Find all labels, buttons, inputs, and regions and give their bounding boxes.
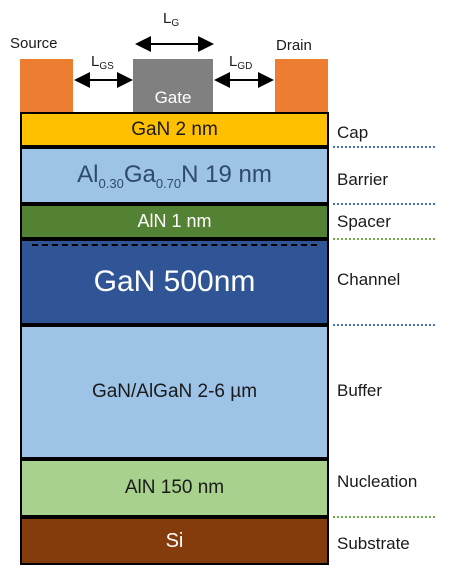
channel-layer: GaN 500nm [20,239,329,325]
barrier-side-label: Barrier [337,170,389,189]
nucleation-layer: AlN 150 nm [20,459,329,517]
spacer-dotted-line [333,238,435,240]
gate-label: Gate [154,88,192,107]
barrier-layer: Al0.30Ga0.70N 19 nm [20,147,329,204]
barrier-layer-text: Al0.30Ga0.70N 19 nm [77,160,272,191]
substrate-side-label: Substrate [337,534,410,553]
spacer-side-label: Spacer [337,212,391,231]
cap-side-label: Cap [337,123,369,142]
lg-label: LG [163,10,180,29]
barrier-dotted-line [333,203,435,205]
spacer-layer-text: AlN 1 nm [137,211,212,231]
spacer-layer: AlN 1 nm [20,204,329,239]
buffer-side-label: Buffer [337,381,383,400]
substrate-layer: Si [20,517,329,565]
substrate-layer-text: Si [165,529,184,552]
buffer-layer: GaN/AlGaN 2-6 µm [20,325,329,459]
cap-layer-text: GaN 2 nm [131,118,218,140]
drain-label: Drain [276,37,312,54]
cap-dotted-line [333,146,435,148]
channel-layer-text: GaN 500nm [93,265,256,298]
lgd-label: LGD [229,53,253,72]
gate-contact: Gate [133,59,213,112]
nucleation-dotted-line [333,516,435,518]
source-contact [20,59,73,112]
nucleation-side-label: Nucleation [337,472,418,491]
2deg-dashed-line [32,244,317,246]
channel-side-label: Channel [337,270,401,289]
nucleation-layer-text: AlN 150 nm [124,477,225,498]
source-label: Source [10,35,58,52]
drain-contact [275,59,328,112]
lgs-label: LGS [91,53,114,72]
buffer-layer-text: GaN/AlGaN 2-6 µm [91,381,258,402]
channel-dotted-line [333,324,435,326]
cap-layer: GaN 2 nm [20,112,329,147]
